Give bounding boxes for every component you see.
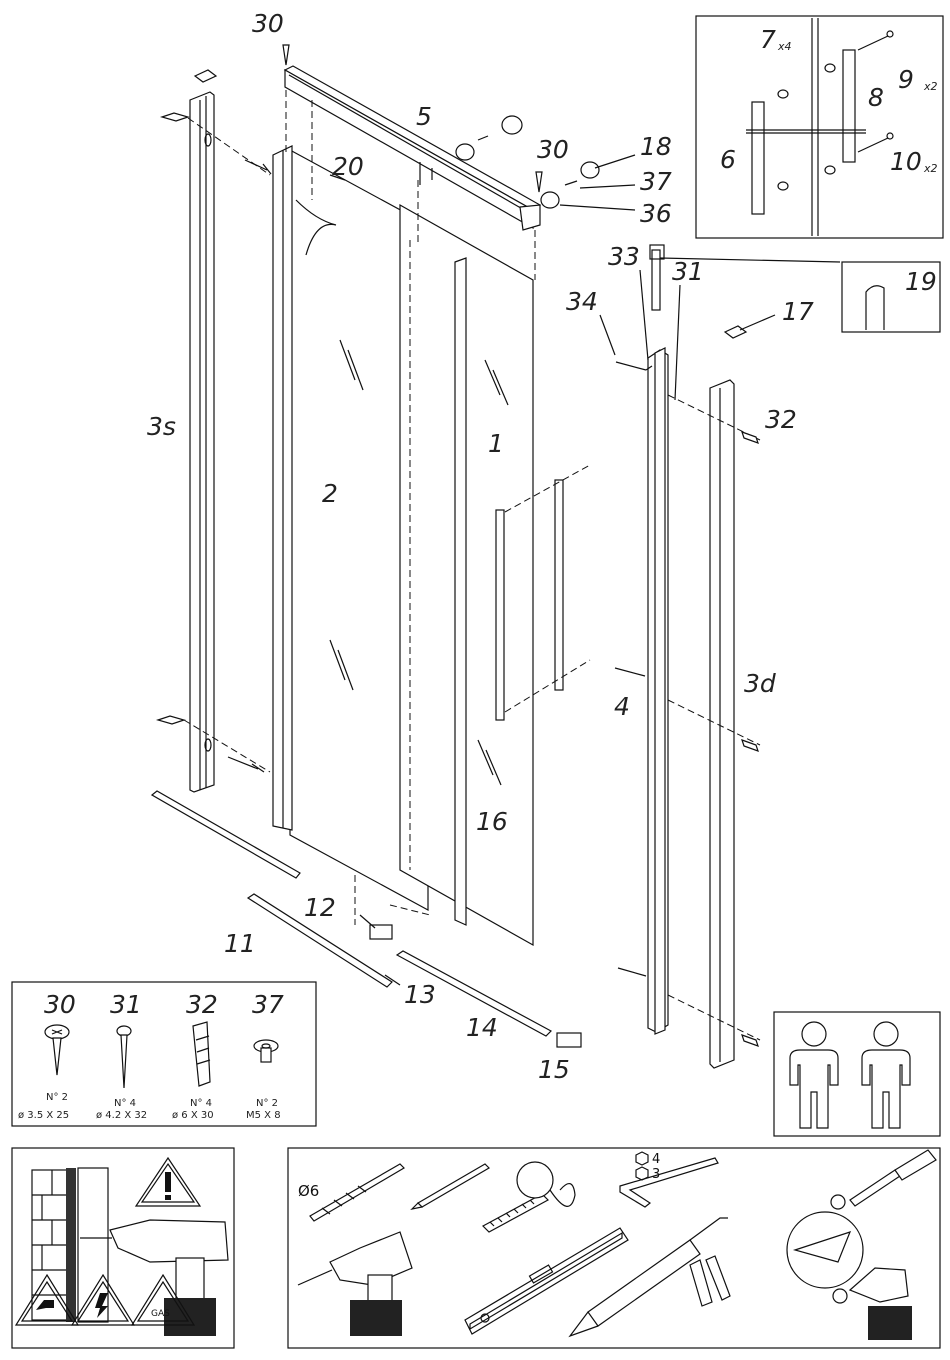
svg-text:ø 6 X 30: ø 6 X 30 [172, 1110, 214, 1121]
caulking-gun-icon [570, 1218, 730, 1336]
label-36: 36 [640, 199, 672, 228]
svg-text:ø 3.5 X 25: ø 3.5 X 25 [18, 1110, 69, 1121]
label-9: 9 [898, 65, 914, 94]
label-18: 18 [640, 132, 672, 161]
hw-32: 32 N° 4 ø 6 X 30 [172, 990, 218, 1121]
label-32: 32 [765, 405, 797, 434]
detail-19-box: 19 [842, 262, 940, 332]
hw-30: 30 N° 2 ø 3.5 X 25 [18, 990, 76, 1121]
cordless-drill-icon [298, 1232, 412, 1336]
label-10: 10 [890, 147, 922, 176]
screwdriver-drill-detail-icon [787, 1150, 936, 1340]
svg-text:N° 4: N° 4 [114, 1098, 136, 1109]
svg-text:ø 4.2 X 32: ø 4.2 X 32 [96, 1110, 147, 1121]
label-3s: 3s [147, 412, 176, 441]
warning-exclamation-icon [136, 1158, 200, 1206]
label-5: 5 [416, 102, 432, 131]
label-33: 33 [608, 242, 640, 271]
label-2: 2 [322, 479, 338, 508]
electrical-warning-icon [72, 1275, 134, 1325]
label-8: 8 [868, 83, 884, 112]
label-17: 17 [782, 297, 814, 326]
label-10-qty: x2 [923, 162, 938, 175]
label-13: 13 [404, 980, 436, 1009]
svg-text:N° 2: N° 2 [46, 1092, 68, 1103]
two-person-install-panel [774, 1012, 940, 1136]
drill-bit-icon [310, 1164, 404, 1221]
label-30-right: 30 [537, 135, 569, 164]
label-31: 31 [672, 257, 704, 286]
person-icon-1 [790, 1022, 838, 1128]
main-assembly [152, 45, 840, 1068]
label-9-qty: x2 [923, 80, 938, 93]
label-11: 11 [224, 929, 256, 958]
label-6: 6 [720, 145, 736, 174]
label-12: 12 [304, 893, 336, 922]
label-1: 1 [488, 429, 504, 458]
hw-30-code: 30 [44, 990, 76, 1019]
person-icon-2 [862, 1022, 910, 1128]
wall-brick-icon [32, 1168, 108, 1322]
handle-detail-inset: 7 x4 8 9 x2 6 10 x2 [696, 16, 943, 238]
label-16: 16 [476, 807, 508, 836]
hex-key-3-label: 3 [652, 1167, 660, 1182]
label-7: 7 [760, 25, 776, 54]
hex-key-icon: 4 3 [620, 1152, 718, 1207]
drill-bit-size-label: Ø6 [298, 1182, 319, 1200]
label-14: 14 [466, 1013, 498, 1042]
hardware-legend: 30 N° 2 ø 3.5 X 25 31 N° 4 ø 4.2 X 32 32… [12, 982, 316, 1126]
label-3d: 3d [744, 669, 776, 698]
label-19: 19 [905, 267, 937, 296]
required-tools-panel: Ø6 4 3 [288, 1148, 940, 1348]
right-wall-profiles [615, 250, 760, 1068]
svg-text:N° 4: N° 4 [190, 1098, 212, 1109]
hw-32-code: 32 [186, 990, 218, 1019]
hw-37-code: 37 [252, 990, 284, 1019]
label-4: 4 [614, 692, 630, 721]
pencil-icon [412, 1164, 489, 1209]
tape-measure-icon [483, 1162, 575, 1232]
svg-text:M5 X 8: M5 X 8 [246, 1110, 281, 1121]
safety-warning-panel: GAS [12, 1148, 234, 1348]
label-20: 20 [332, 152, 364, 181]
hw-37: 37 N° 2 M5 X 8 [246, 990, 284, 1121]
label-30-top: 30 [252, 9, 284, 38]
hw-31: 31 N° 4 ø 4.2 X 32 [96, 990, 147, 1121]
label-7-qty: x4 [777, 40, 792, 53]
label-34: 34 [566, 287, 598, 316]
label-37: 37 [640, 167, 672, 196]
label-15: 15 [538, 1055, 570, 1084]
hw-31-code: 31 [110, 990, 142, 1019]
gas-label: GAS [151, 1309, 170, 1319]
hex-key-4-label: 4 [652, 1152, 660, 1167]
svg-text:N° 2: N° 2 [256, 1098, 278, 1109]
